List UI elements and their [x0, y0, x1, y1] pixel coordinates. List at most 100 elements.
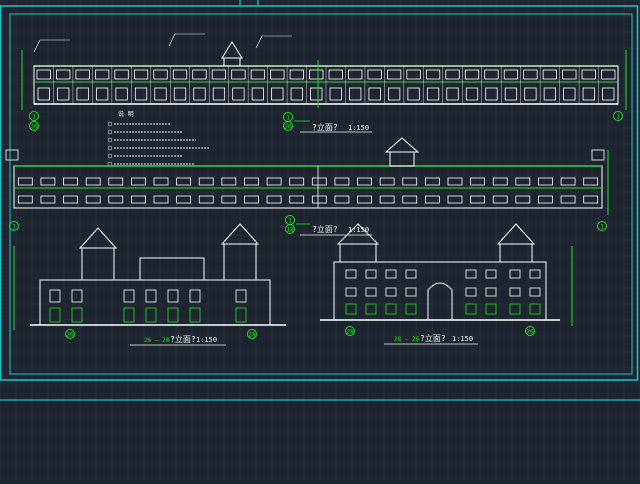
window [49, 289, 61, 303]
note-bullet [107, 145, 113, 151]
window [235, 289, 247, 303]
drawing-frame-inner [9, 13, 633, 375]
window-lower [543, 87, 557, 101]
window-lower [153, 195, 169, 204]
window-lower [345, 303, 357, 315]
axis-bubble-label: 28 [346, 329, 354, 336]
window-lower [193, 87, 206, 101]
window-lower [310, 87, 323, 101]
window-upper [198, 177, 214, 186]
cupola-roof [221, 41, 243, 59]
window [485, 269, 497, 279]
window-lower [538, 195, 553, 204]
axis-bubble-label: 26 [526, 329, 534, 336]
window-lower [424, 195, 440, 204]
cupola-roof [384, 137, 420, 153]
window-upper [581, 69, 596, 80]
window-upper [172, 69, 188, 80]
window [385, 287, 397, 297]
window-upper [334, 177, 350, 186]
leader-line [255, 35, 263, 49]
window-lower [108, 195, 124, 204]
window-lower [485, 303, 497, 315]
window-lower [167, 307, 179, 323]
window-lower [582, 87, 595, 101]
axis-bubble [9, 221, 19, 231]
window-lower [123, 307, 135, 323]
window-upper [85, 177, 101, 186]
notes-heading: 说 明 [118, 110, 134, 118]
window [365, 269, 377, 279]
window-upper [266, 177, 282, 186]
window-upper [386, 69, 402, 80]
window-upper [153, 177, 169, 186]
tower-body [223, 243, 257, 281]
axis-bubble-label: 1 [288, 218, 292, 225]
window-upper [447, 177, 463, 186]
window-lower [365, 303, 377, 315]
axis-bubble-label: 20 [284, 124, 292, 131]
axis-bubble [29, 111, 39, 121]
axis-bubble [65, 329, 75, 339]
window-lower [289, 195, 305, 204]
window-lower [349, 87, 362, 101]
window-lower [602, 87, 615, 101]
window-lower [96, 87, 109, 101]
window-lower [37, 87, 50, 101]
window-lower [40, 195, 56, 204]
window-upper [231, 69, 246, 80]
elevation-scale: 1:150 [196, 336, 217, 344]
window [385, 269, 397, 279]
window-lower [115, 87, 128, 101]
elevation-scale: 1:150 [452, 335, 473, 343]
window-lower [271, 87, 284, 101]
window-upper [309, 69, 324, 80]
end-tower [591, 149, 605, 161]
window-upper [133, 69, 149, 80]
window [365, 287, 377, 297]
tower-body [81, 247, 115, 281]
window [509, 287, 521, 297]
window-lower [198, 195, 214, 204]
window-upper [114, 69, 129, 80]
window-upper [367, 69, 382, 80]
window-upper [379, 177, 395, 186]
facade-outline [333, 261, 547, 321]
facade-outline [39, 279, 271, 326]
window-lower [57, 87, 70, 101]
window-lower [470, 195, 486, 204]
window-upper [492, 177, 508, 186]
window-lower [176, 195, 192, 204]
window [529, 269, 541, 279]
window-upper [270, 69, 285, 80]
window-lower [447, 195, 463, 204]
elevation-scale: 1:150 [348, 226, 369, 234]
window-upper [445, 69, 460, 80]
window-upper [244, 177, 259, 186]
window-upper [75, 69, 90, 80]
window-lower [385, 303, 397, 315]
axis-bubble [613, 111, 623, 121]
end-tower [5, 149, 19, 161]
window-lower [357, 195, 372, 204]
window-lower [63, 195, 78, 204]
window-lower [446, 87, 459, 101]
window-upper [402, 177, 418, 186]
window-lower [329, 87, 342, 101]
axis-bubble-label: 1 [12, 224, 16, 231]
window-lower [529, 303, 541, 315]
axis-title-range: 26 — 28 [144, 337, 170, 344]
window-upper [95, 69, 110, 80]
window-lower [49, 307, 61, 323]
window-upper [192, 69, 207, 80]
window [71, 289, 83, 303]
elevation-title: ?立面? [170, 334, 196, 344]
window-lower [402, 195, 418, 204]
window-lower [563, 87, 576, 101]
window [345, 287, 357, 297]
axis-bubble [283, 121, 293, 131]
window-upper [470, 177, 486, 186]
axis-title-range: 28 — 26 [394, 336, 420, 343]
arch-gate [427, 282, 453, 320]
